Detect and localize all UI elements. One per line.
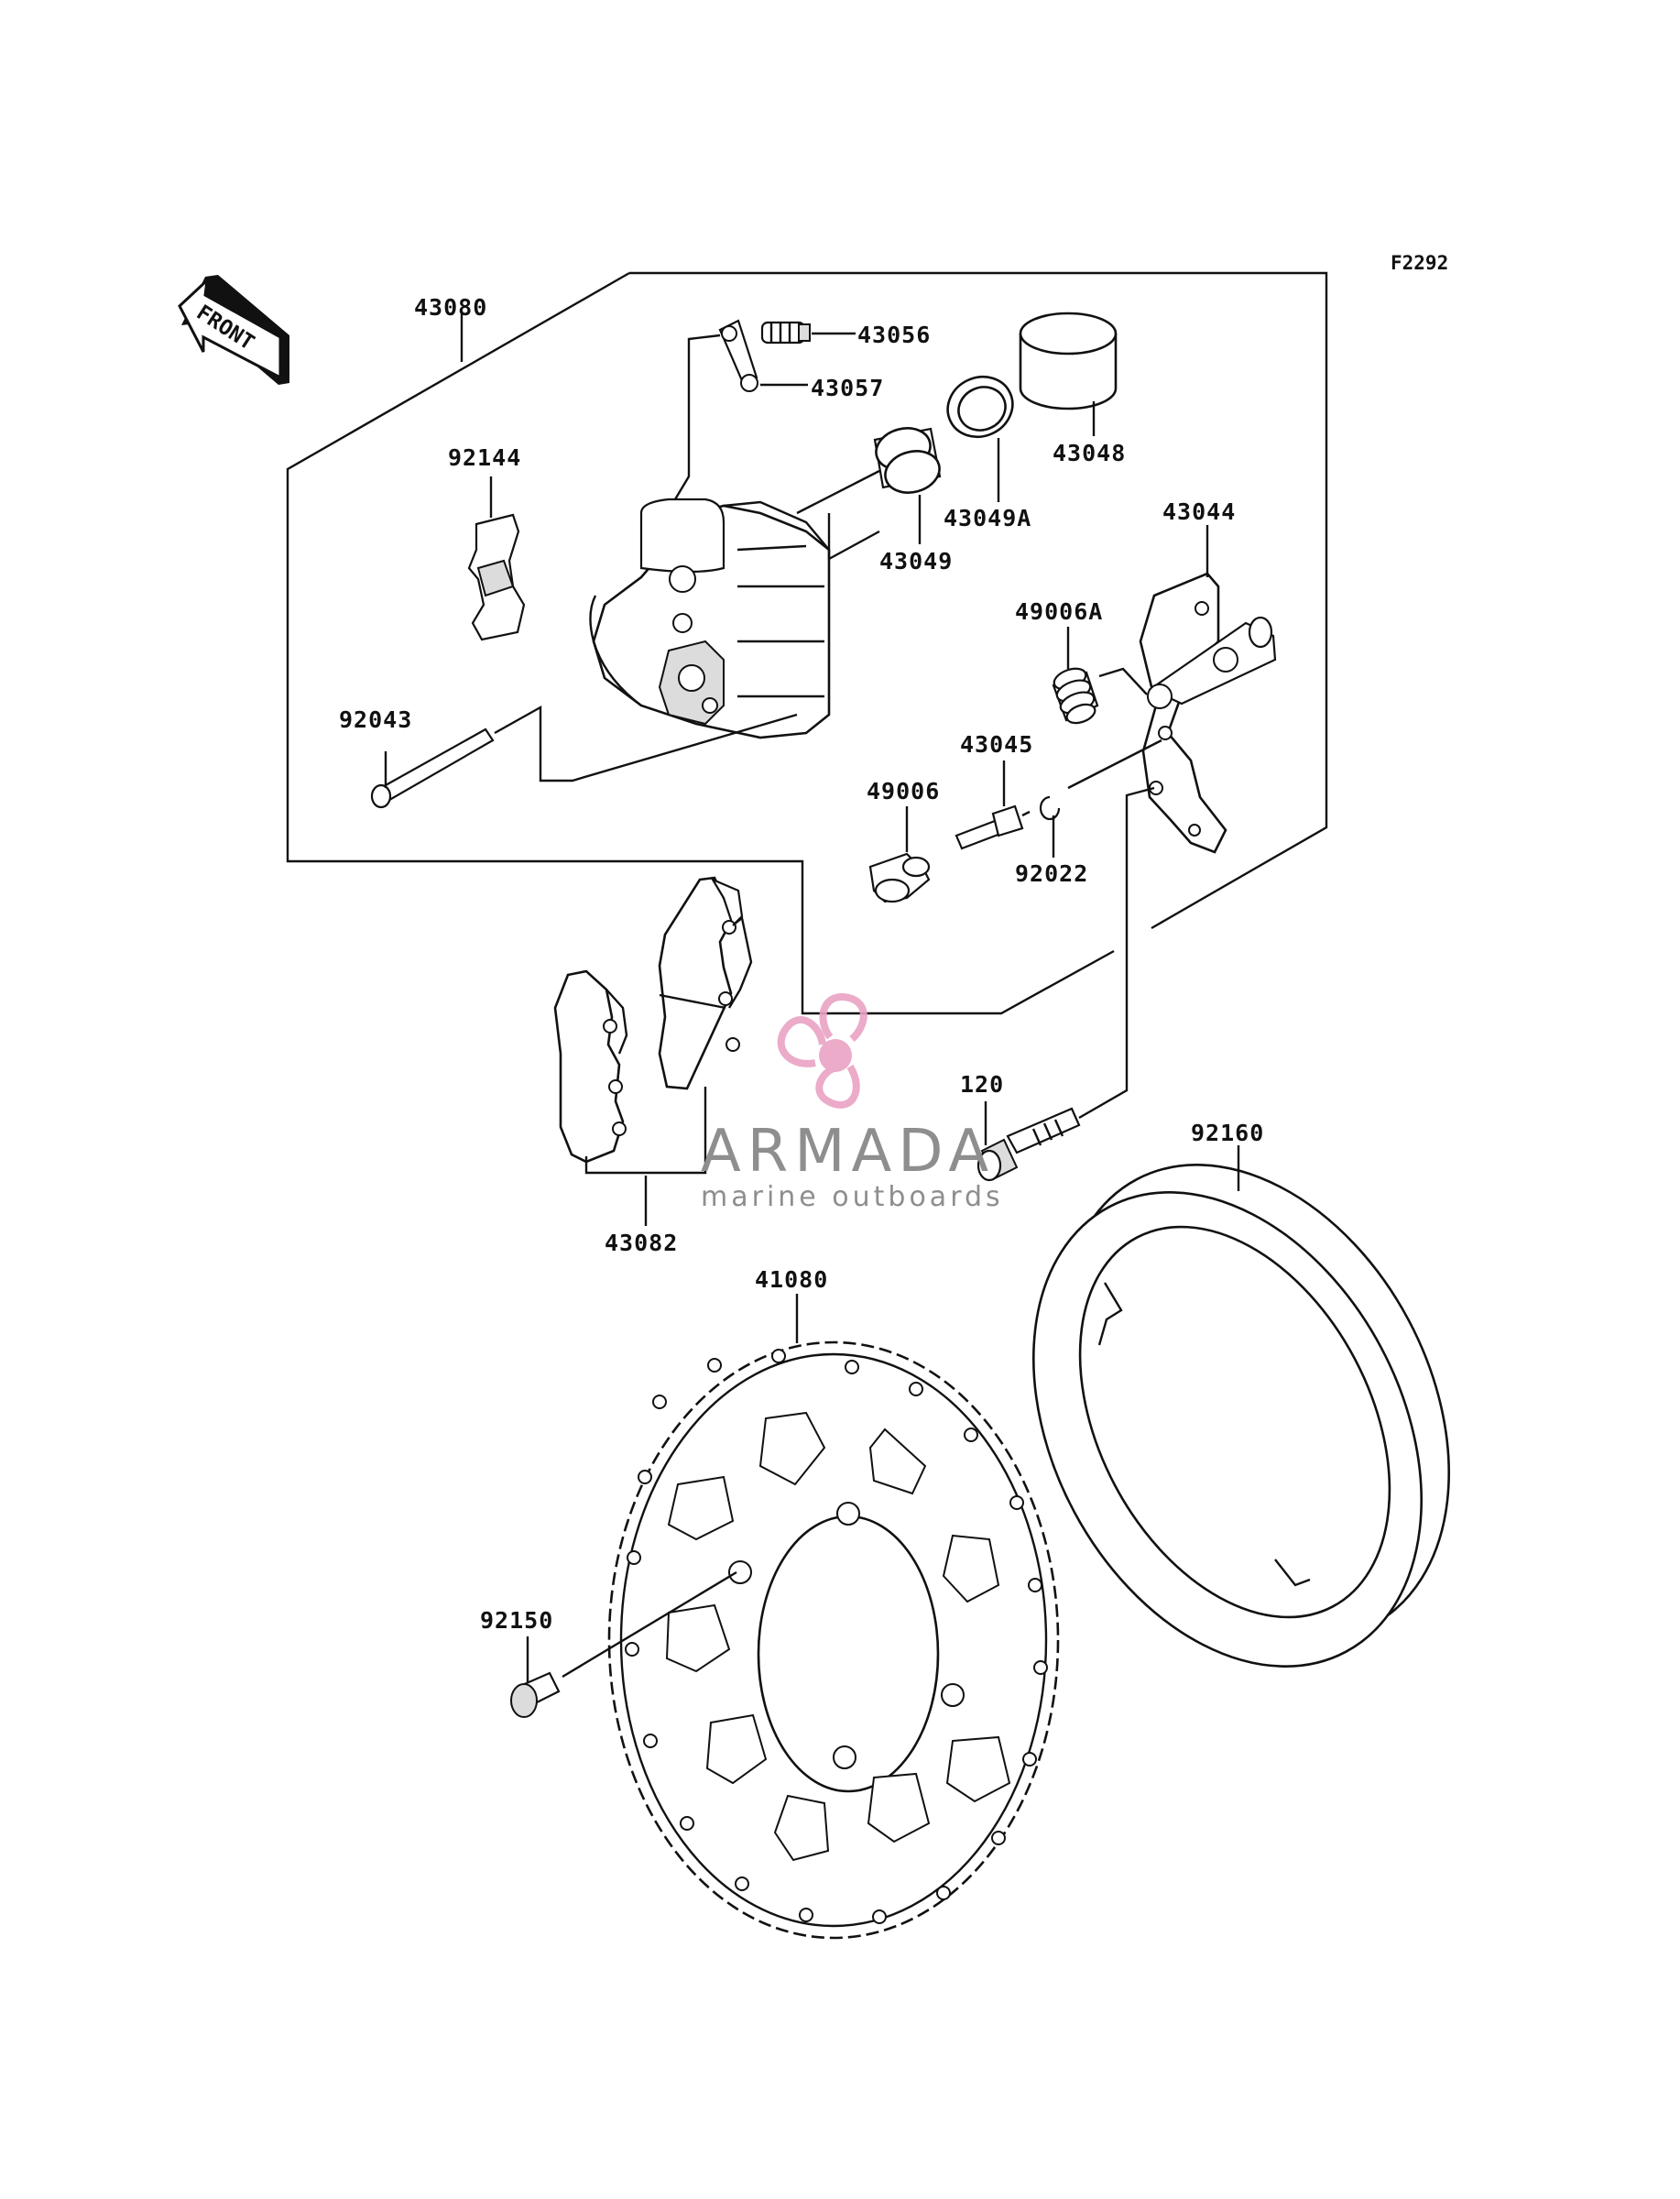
label-43049: 43049 — [879, 548, 953, 574]
armada-logo-icon — [777, 993, 867, 1109]
label-43082: 43082 — [605, 1230, 678, 1256]
dust-seal-part — [946, 375, 1014, 502]
label-43056: 43056 — [857, 322, 931, 348]
label-92043: 92043 — [339, 706, 412, 733]
label-43045: 43045 — [960, 731, 1033, 758]
pad-spring-part — [467, 476, 526, 641]
bleeder-valve-part — [760, 321, 856, 345]
label-43044: 43044 — [1162, 498, 1236, 525]
slide-pin-part — [955, 760, 1031, 850]
circlip-part — [1039, 738, 1162, 858]
label-92150: 92150 — [480, 1607, 553, 1634]
mounting-bolt-part — [976, 786, 1155, 1182]
label-41080: 41080 — [755, 1266, 828, 1293]
disc-guard-part — [1032, 1145, 1450, 1668]
label-43048: 43048 — [1053, 440, 1126, 466]
watermark-brand: ARMADA — [701, 1118, 995, 1186]
disc-bolt-part — [510, 1570, 737, 1718]
caliper-body-part — [589, 498, 880, 739]
label-43049A: 43049A — [944, 505, 1031, 531]
front-arrow-icon: FRONT — [178, 275, 289, 385]
pad-pin-part — [370, 705, 798, 809]
label-120: 120 — [960, 1071, 1004, 1098]
label-49006: 49006 — [867, 778, 940, 804]
caliper-assembly-outline-left — [286, 271, 1115, 1015]
watermark-tagline: marine outboards — [701, 1181, 1004, 1213]
caliper-assembly-outline — [629, 271, 1328, 930]
label-92022: 92022 — [1015, 860, 1088, 887]
label-43057: 43057 — [811, 375, 884, 401]
piston-part — [1019, 312, 1118, 436]
brake-disc-part — [607, 1294, 1060, 1940]
label-92160: 92160 — [1191, 1120, 1264, 1146]
diagram-reference-code: F2292 — [1391, 252, 1448, 274]
boot-part — [868, 806, 931, 903]
label-92144: 92144 — [448, 444, 521, 471]
brake-pad-front-part — [553, 969, 707, 1226]
label-43080: 43080 — [414, 294, 487, 321]
brake-pad-rear-part — [658, 876, 753, 1090]
piston-seal-part — [796, 427, 942, 544]
bleeder-cap-part — [665, 319, 808, 623]
caliper-bracket-part — [1139, 525, 1277, 854]
boot-a-part — [1052, 627, 1148, 725]
label-49006A: 49006A — [1015, 598, 1103, 625]
